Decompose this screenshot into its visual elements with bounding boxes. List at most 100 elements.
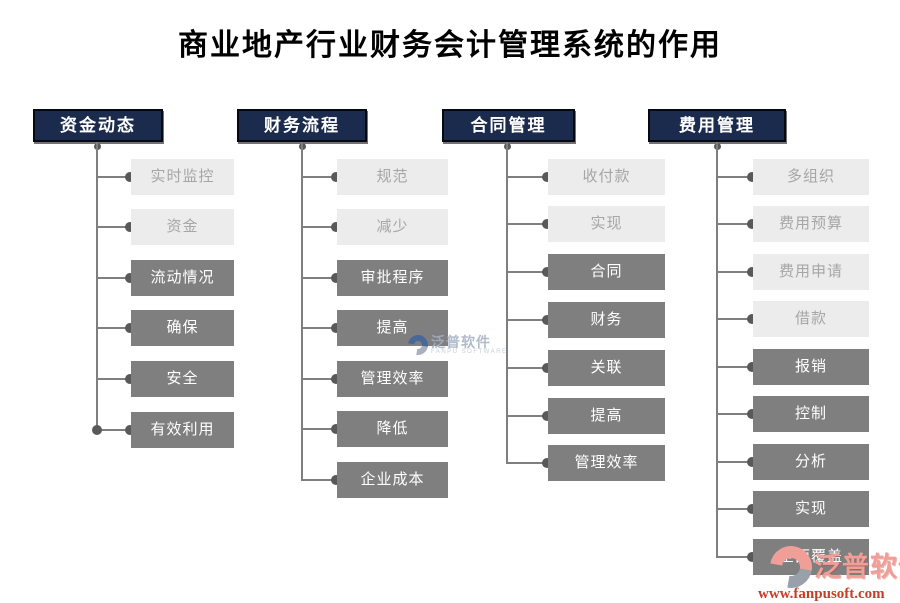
- node-box: 关联: [548, 349, 665, 386]
- tree-branch-line: [507, 414, 546, 417]
- node-dot: [542, 171, 552, 182]
- node-dot: [747, 409, 757, 419]
- tree-branch-line: [507, 366, 546, 369]
- tree-branch-line: [717, 555, 751, 558]
- node-box: 企业成本: [337, 461, 448, 498]
- watermark-brand: 泛普软件: [814, 552, 900, 582]
- node-dot: [747, 219, 757, 229]
- tree-branch-line: [717, 318, 751, 320]
- tree-trunk-line: [96, 142, 98, 431]
- watermark-corner: 泛普软件 www.fanpusoft.com: [758, 537, 900, 603]
- node-dot: [125, 424, 135, 435]
- tree-branch-line: [507, 271, 546, 274]
- tree-trunk-line: [506, 142, 508, 465]
- node-box: 减少: [337, 209, 448, 245]
- node-dot: [542, 410, 552, 421]
- node-box: 借款: [753, 301, 869, 337]
- tree-branch-line: [302, 428, 335, 430]
- tree-branch-line: [717, 270, 751, 273]
- tree-branch-line: [97, 226, 129, 229]
- node-dot: [747, 551, 757, 562]
- node-dot: [747, 456, 757, 467]
- node-dot: [331, 323, 341, 333]
- tree-branch-line: [717, 508, 751, 510]
- node-dot: [125, 171, 135, 182]
- tree-branch-line: [302, 327, 335, 329]
- node-box: 分析: [753, 443, 869, 480]
- node-dot: [747, 171, 757, 182]
- node-box: 费用预算: [753, 206, 869, 242]
- tree-branch-line: [97, 377, 129, 380]
- watermark-brand: 泛普软件: [431, 334, 491, 350]
- column-header: 合同管理: [442, 109, 575, 142]
- node-dot: [747, 361, 757, 372]
- node-dot: [542, 362, 552, 373]
- tree-branch-line: [507, 223, 546, 226]
- node-box: 实现: [548, 206, 665, 243]
- column-header: 费用管理: [648, 109, 786, 142]
- tree-branch-line: [97, 428, 129, 431]
- node-dot: [125, 272, 135, 283]
- node-box: 管理效率: [337, 360, 448, 397]
- watermark-url: www.fanpusoft.com: [758, 586, 885, 602]
- node-dot: [542, 458, 552, 469]
- node-box: 收付款: [548, 158, 665, 195]
- node-dot: [331, 424, 341, 434]
- tree-branch-line: [97, 276, 129, 279]
- node-box: 实现: [753, 491, 869, 527]
- node-box: 提高: [337, 310, 448, 346]
- node-dot: [542, 314, 552, 325]
- node-box: 确保: [131, 310, 234, 347]
- node-dot: [331, 373, 341, 384]
- node-box: 费用申请: [753, 253, 869, 290]
- node-box: 有效利用: [131, 411, 234, 448]
- node-box: 流动情况: [131, 259, 234, 296]
- node-box: 报销: [753, 348, 869, 385]
- node-box: 合同: [548, 254, 665, 291]
- tree-branch-line: [717, 460, 751, 463]
- tree-branch-line: [302, 175, 335, 178]
- node-dot: [542, 219, 552, 230]
- tree-branch-line: [97, 327, 129, 330]
- tree-branch-line: [717, 365, 751, 368]
- tree-branch-line: [302, 478, 335, 481]
- diagram-title: 商业地产行业财务会计管理系统的作用: [178, 29, 722, 62]
- node-dot: [125, 373, 135, 384]
- node-dot: [331, 272, 341, 283]
- tree-branch-line: [507, 175, 546, 178]
- node-box: 规范: [337, 158, 448, 195]
- tree-branch-line: [97, 175, 129, 178]
- node-dot: [747, 266, 757, 277]
- node-box: 多组织: [753, 158, 869, 195]
- node-box: 财务: [548, 301, 665, 338]
- tree-branch-line: [302, 377, 335, 380]
- node-box: 降低: [337, 411, 448, 447]
- trunk-end-dot: [92, 424, 102, 435]
- watermark-center: 泛普软件 FANPU SOFTWARE: [404, 331, 508, 359]
- tree-branch-line: [717, 223, 751, 225]
- node-box: 安全: [131, 360, 234, 397]
- node-box: 全面覆盖: [753, 538, 869, 575]
- node-box: 管理效率: [548, 445, 665, 482]
- fanpu-logo-icon: [404, 331, 432, 359]
- node-dot: [331, 222, 341, 232]
- node-dot: [747, 504, 757, 514]
- tree-branch-line: [717, 413, 751, 415]
- node-box: 审批程序: [337, 259, 448, 296]
- column-header: 财务流程: [237, 109, 367, 142]
- node-box: 实时监控: [131, 158, 234, 195]
- node-dot: [125, 222, 135, 233]
- tree-branch-line: [507, 462, 546, 465]
- tree-trunk-line: [301, 142, 303, 481]
- node-dot: [125, 323, 135, 334]
- node-dot: [542, 267, 552, 278]
- tree-branch-line: [302, 226, 335, 228]
- tree-branch-line: [302, 276, 335, 279]
- tree-branch-line: [507, 318, 546, 321]
- node-dot: [331, 474, 341, 485]
- node-box: 控制: [753, 396, 869, 432]
- tree-branch-line: [717, 175, 751, 178]
- watermark-subtext: FANPU SOFTWARE: [431, 349, 508, 355]
- node-box: 资金: [131, 209, 234, 246]
- column-header: 资金动态: [33, 109, 163, 142]
